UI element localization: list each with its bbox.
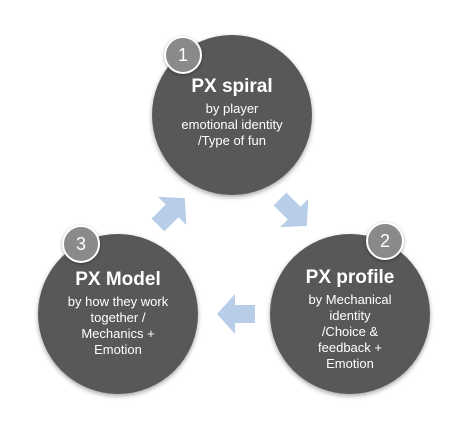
node-3-line-1: by how they work (67, 294, 169, 309)
node-3-circle (38, 234, 198, 394)
node-2-line-5: Emotion (326, 356, 374, 371)
node-2-line-3: /Choice & (321, 324, 379, 339)
node-3-text: PX Model by how they work together / Mec… (43, 268, 193, 358)
node-2-line-2: identity (329, 308, 371, 323)
arrow-2-to-3 (217, 294, 255, 334)
node-2-line-4: feedback + (318, 340, 382, 355)
node-2-number-badge: 2 (366, 222, 404, 260)
node-1-number-badge: 1 (164, 36, 202, 74)
node-2-title: PX profile (305, 267, 395, 288)
node-3-line-2: together / (90, 310, 146, 325)
node-3-title: PX Model (75, 269, 161, 290)
node-3-number-badge: 3 (62, 225, 100, 263)
node-1-circle (152, 35, 312, 195)
arrow-1-to-2 (273, 192, 309, 228)
node-1-line-1: by player (205, 101, 259, 116)
node-3-line-3: Mechanics + (81, 326, 155, 341)
arrow-3-to-1 (151, 196, 187, 232)
node-2-circle (270, 234, 430, 394)
node-2-text: PX profile by Mechanical identity /Choic… (280, 266, 420, 372)
node-1-line-2: emotional identity (181, 117, 283, 132)
node-2-line-1: by Mechanical (308, 292, 392, 307)
node-3-line-4: Emotion (94, 342, 142, 357)
node-1-line-3: /Type of fun (198, 133, 266, 148)
node-1-text: PX spiral by player emotional identity /… (152, 75, 312, 149)
node-1-title: PX spiral (191, 76, 273, 97)
